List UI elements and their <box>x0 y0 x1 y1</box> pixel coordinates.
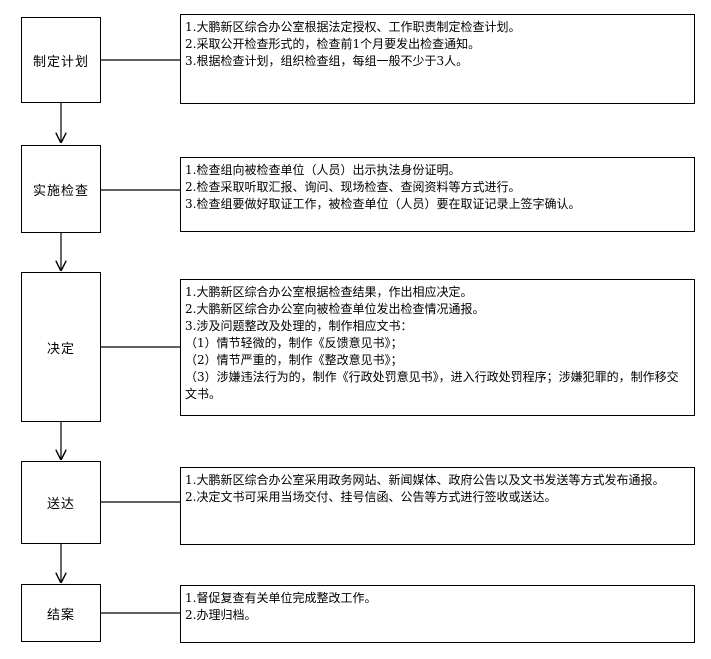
step-label-deliver: 送达 <box>46 497 75 512</box>
detail-line: （2）情节严重的，制作《整改意见书》； <box>185 353 403 367</box>
detail-box-decide: 1.大鹏新区综合办公室根据检查结果，作出相应决定。 2.大鹏新区综合办公室向被检… <box>180 279 695 416</box>
detail-box-deliver: 1.大鹏新区综合办公室采用政务网站、新闻媒体、政府公告以及文书发送等方式发布通报… <box>180 467 695 545</box>
detail-line: 1.大鹏新区综合办公室采用政务网站、新闻媒体、政府公告以及文书发送等方式发布通报… <box>185 473 665 487</box>
step-box-inspect: 实施检查 <box>21 145 101 233</box>
step-label-inspect: 实施检查 <box>32 183 89 199</box>
detail-box-inspect: 1.检查组向被检查单位（人员）出示执法身份证明。 2.检查采取听取汇报、询问、现… <box>180 157 695 232</box>
step-box-close: 结案 <box>21 584 101 642</box>
detail-line: 2.检查采取听取汇报、询问、现场检查、查阅资料等方式进行。 <box>185 180 521 194</box>
step-label-close: 结案 <box>46 607 75 623</box>
detail-line: 2.决定文书可采用当场交付、挂号信函、公告等方式进行签收或送达。 <box>185 490 557 504</box>
detail-line: 2.办理归档。 <box>185 608 257 622</box>
step-box-decide: 决定 <box>21 272 101 422</box>
detail-line: 2.大鹏新区综合办公室向被检查单位发出检查情况通报。 <box>185 302 485 316</box>
detail-line: 2.采取公开检查形式的，检查前1个月要发出检查通知。 <box>185 37 481 51</box>
detail-line: 3.根据检查计划，组织检查组，每组一般不少于3人。 <box>185 54 469 68</box>
detail-line: 1.督促复查有关单位完成整改工作。 <box>185 591 377 605</box>
detail-line: 3.涉及问题整改及处理的，制作相应文书： <box>185 319 413 333</box>
step-box-deliver: 送达 <box>21 461 101 544</box>
detail-line: 1.检查组向被检查单位（人员）出示执法身份证明。 <box>185 163 461 177</box>
detail-box-plan: 1.大鹏新区综合办公室根据法定授权、工作职责制定检查计划。 2.采取公开检查形式… <box>180 14 695 104</box>
detail-line: 3.检查组要做好取证工作，被检查单位（人员）要在取证记录上签字确认。 <box>185 197 581 211</box>
step-box-plan: 制定计划 <box>21 17 101 103</box>
detail-box-close: 1.督促复查有关单位完成整改工作。 2.办理归档。 <box>180 585 695 643</box>
step-label-plan: 制定计划 <box>32 54 89 70</box>
detail-line: 1.大鹏新区综合办公室根据检查结果，作出相应决定。 <box>185 285 473 299</box>
detail-line: 1.大鹏新区综合办公室根据法定授权、工作职责制定检查计划。 <box>185 20 521 34</box>
step-label-decide: 决定 <box>46 341 75 357</box>
detail-line: （3）涉嫌违法行为的，制作《行政处罚意见书》，进入行政处罚程序；涉嫌犯罪的，制作… <box>185 370 679 401</box>
detail-line: （1）情节轻微的，制作《反馈意见书》； <box>185 336 403 350</box>
